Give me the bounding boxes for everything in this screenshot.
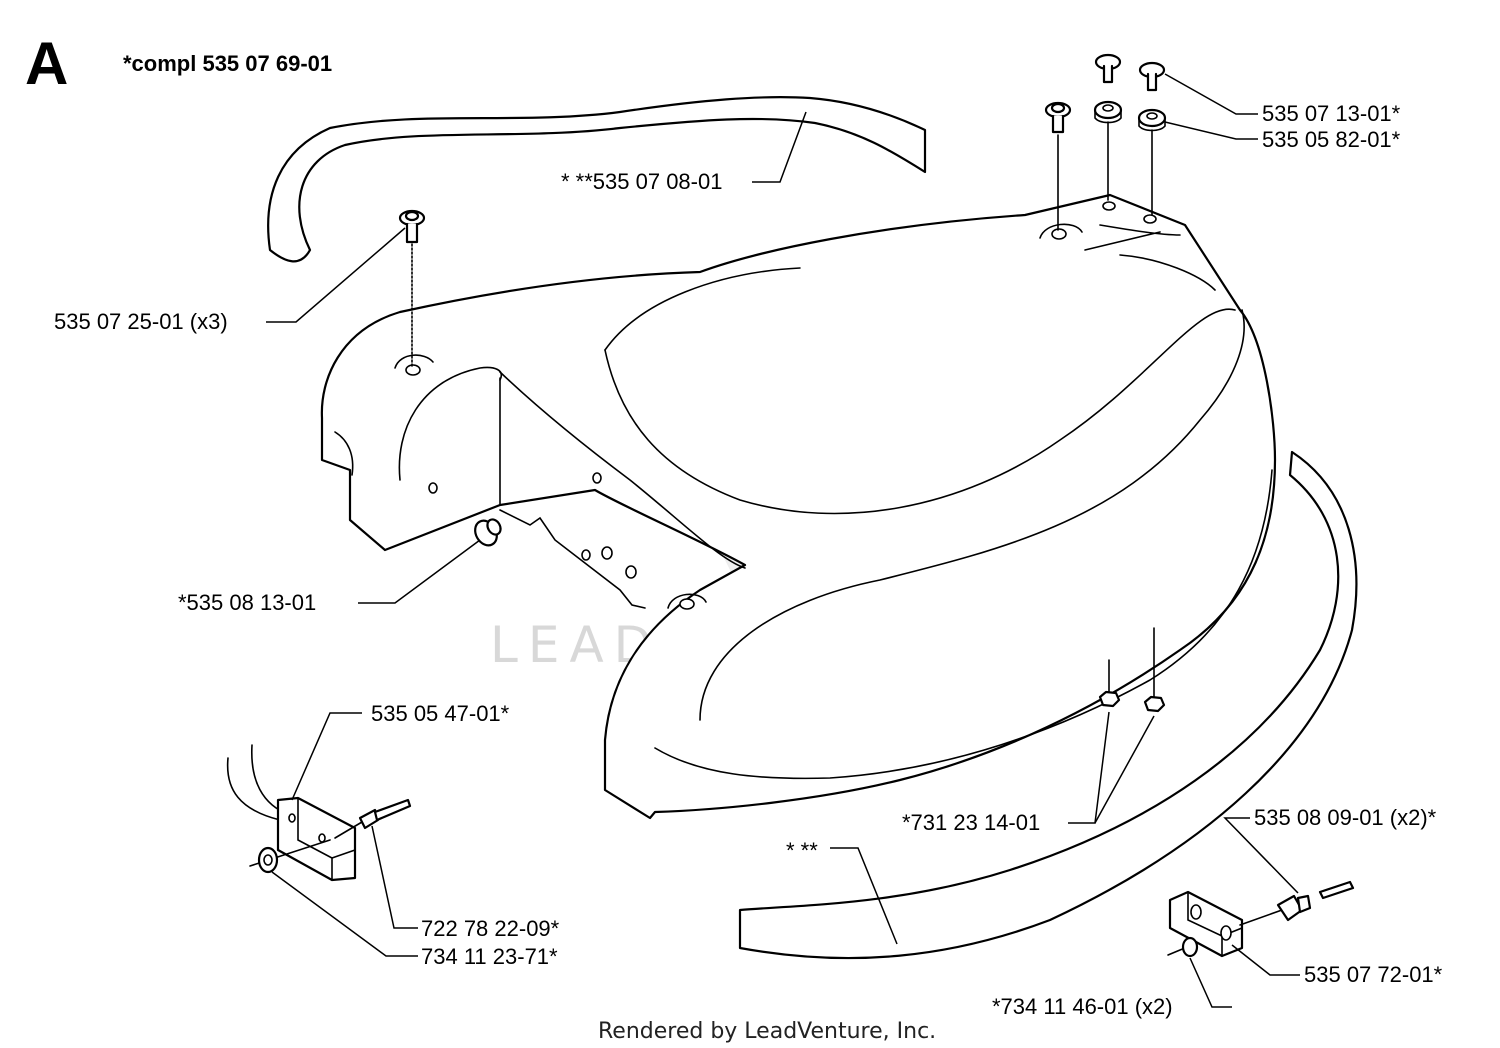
part-label: 535 05 47-01* [371, 701, 510, 726]
plate-assembly [1167, 880, 1355, 958]
top-fasteners [1044, 53, 1167, 231]
part-label: *731 23 14-01 [902, 810, 1040, 835]
part-label: *535 08 13-01 [178, 590, 316, 615]
nuts-731-23-14-01 [1098, 627, 1166, 713]
switch-bracket-assembly [226, 744, 412, 882]
part-label: 535 08 09-01 (x2)* [1254, 805, 1437, 830]
part-label: 734 11 23-71* [421, 944, 558, 969]
assembly-label: *compl 535 07 69-01 [123, 51, 332, 76]
part-label: 535 07 72-01* [1304, 962, 1443, 987]
part-label: * **535 07 08-01 [561, 169, 722, 194]
part-label: 535 05 82-01* [1262, 127, 1401, 152]
part-label: 535 07 13-01* [1262, 101, 1401, 126]
leader-lines [266, 73, 1300, 1008]
hood-cover [320, 193, 1277, 820]
screw-535-07-25-01 [398, 209, 426, 369]
part-label: 535 07 25-01 (x3) [54, 309, 228, 334]
plug-535-08-13-01 [474, 518, 502, 547]
mounting-holes [394, 201, 1157, 610]
part-label: *734 11 46-01 (x2) [992, 994, 1173, 1019]
part-label: * ** [786, 838, 818, 863]
upper-trim-strip [267, 96, 927, 263]
part-label: 722 78 22-09* [421, 916, 560, 941]
footer-credit: Rendered by LeadVenture, Inc. [598, 1019, 936, 1044]
lower-trim-strip [738, 450, 1358, 960]
section-letter: A [25, 30, 68, 97]
